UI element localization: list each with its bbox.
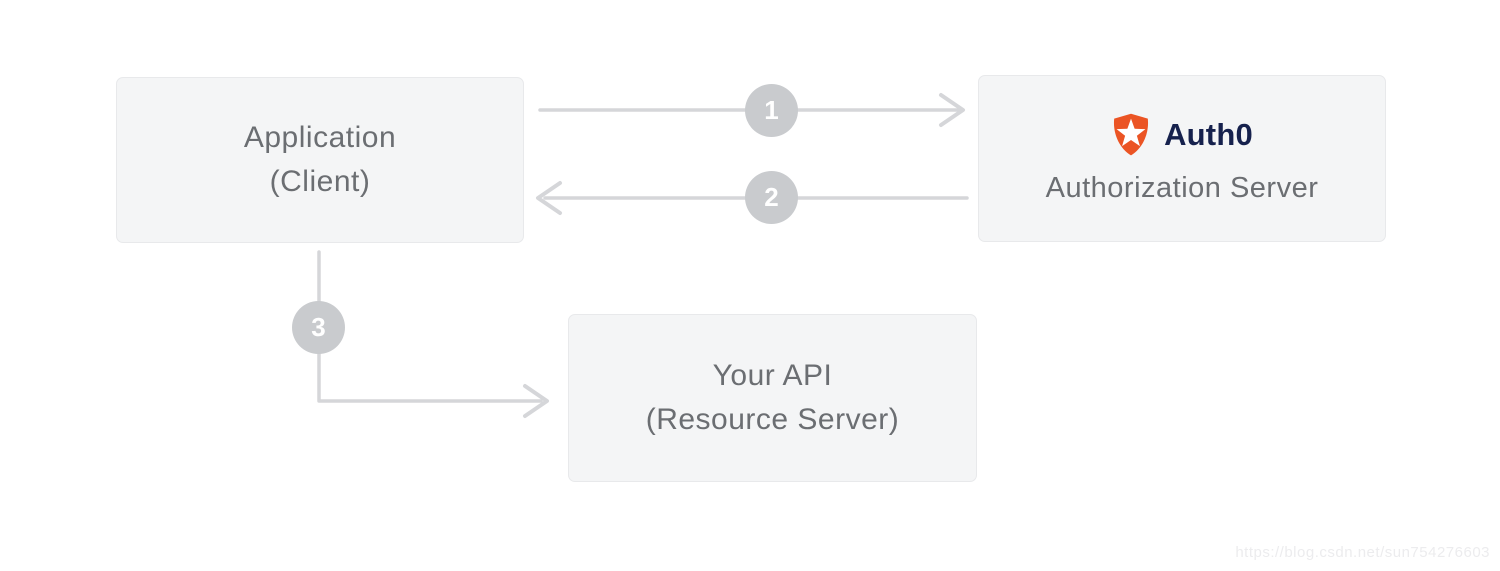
step-badge-3: 3 <box>292 301 345 354</box>
watermark-url: https://blog.csdn.net/sun754276603 <box>1235 544 1490 561</box>
authorization-server-box: Auth0 Authorization Server <box>978 75 1386 242</box>
application-label-line1: Application <box>243 121 397 154</box>
your-api-box: Your API (Resource Server) <box>568 314 977 482</box>
api-label-line1: Your API <box>712 359 833 392</box>
authorization-server-label: Authorization Server <box>1045 171 1319 204</box>
auth0-logo-row: Auth0 <box>1111 113 1253 157</box>
application-label-line2: (Client) <box>269 165 371 198</box>
auth0-shield-icon <box>1114 113 1149 155</box>
auth0-brand-name: Auth0 <box>1164 116 1253 152</box>
arrow-step-3 <box>317 250 549 418</box>
application-client-box: Application (Client) <box>116 77 524 243</box>
api-label-line2: (Resource Server) <box>645 403 900 436</box>
step-badge-1: 1 <box>745 84 798 137</box>
step-badge-2: 2 <box>745 171 798 224</box>
